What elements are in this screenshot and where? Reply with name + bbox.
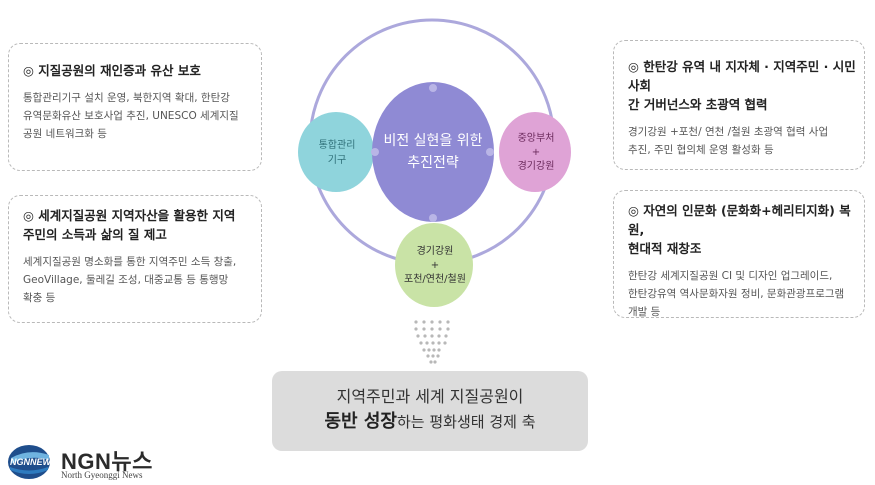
strategy-box-heritage-title: ◎ 지질공원의 재인증과 유산 보호 [23,63,201,78]
body-line: 공원 네트워크화 등 [23,128,107,140]
strategy-box-income-body: 세계지질공원 명소화를 통한 지역주민 소득 창출, GeoVillage, 둘… [23,253,251,307]
left-circle [298,112,374,192]
ngn-emblem-icon: NGNNEWS [8,445,57,479]
strategy-box-culture-title: ◎ 자연의 인문화 (문화화+헤리티지화) 복원, 현대적 재창조 [628,201,856,258]
ngn-news-logo: NGNNEWS NGN뉴스 North Gyeonggi News [5,441,205,483]
result-line2-rest: 하는 평화생태 경제 축 [397,413,536,431]
body-line: 확충 등 [23,292,56,304]
body-line: 한탄강유역 역사문화자원 정비, 문화관광프로그램 [628,288,845,300]
title-line: ◎ 자연의 인문화 (문화화+헤리티지화) 복원, [628,203,851,237]
strategy-box-governance-body: 경기강원 +포천/ 연천 /철원 초광역 협력 사업 추진, 주민 협의체 운영… [628,123,856,159]
right-circle-label: 중앙부처 + 경기강원 [500,115,572,191]
title-line: ◎ 세계지질공원 지역자산을 활용한 지역 [23,208,236,223]
dotted-arrow [414,320,450,364]
body-line: GeoVillage, 둘레길 조성, 대중교통 등 통행망 [23,274,229,286]
logo-main-text: NGN뉴스 [61,449,153,474]
title-line: 주민의 소득과 삶의 질 제고 [23,227,167,242]
left-circle-label: 통합관리 기구 [300,115,374,191]
left-label-line: 기구 [327,155,347,166]
bottom-circle [395,223,473,307]
emblem-text: NGNNEWS [10,457,57,467]
right-label-line: + [531,147,541,158]
center-circle-label: 비전 실현을 위한 추진전략 [372,82,494,222]
result-line2: 동반 성장하는 평화생태 경제 축 [272,409,588,435]
ring-dot-right [486,148,494,156]
right-label-line: 경기강원 [517,161,555,172]
left-label-line: 통합관리 [318,140,356,151]
body-line: 통합관리기구 설치 운영, 북한지역 확대, 한탄강 [23,92,230,104]
result-emphasis: 동반 성장 [324,411,397,432]
bottom-label-line: 경기강원 [416,246,454,257]
ring-dot-top [429,84,437,92]
bottom-label-line: 포천/연천/철원 [404,274,466,285]
ring-dot-bottom [429,214,437,222]
body-line: 유역문화유산 보호사업 추진, UNESCO 세계지질 [23,110,239,122]
center-label-line: 추진전략 [407,155,459,171]
logo-sub-text: North Gyeonggi News [61,470,143,480]
strategy-box-heritage: ◎ 지질공원의 재인증과 유산 보호 통합관리기구 설치 운영, 북한지역 확대… [8,43,262,171]
strategy-box-culture-body: 한탄강 세계지질공원 CI 및 디자인 업그레이드, 한탄강유역 역사문화자원 … [628,267,856,321]
bottom-label-line: + [430,260,440,271]
strategy-box-culture: ◎ 자연의 인문화 (문화화+헤리티지화) 복원, 현대적 재창조 한탄강 세계… [613,190,865,318]
center-circle [372,82,494,222]
strategy-box-heritage-body: 통합관리기구 설치 운영, 북한지역 확대, 한탄강 유역문화유산 보호사업 추… [23,89,251,143]
result-box: 지역주민과 세계 지질공원이 동반 성장하는 평화생태 경제 축 [272,371,588,451]
result-line1: 지역주민과 세계 지질공원이 [336,387,524,406]
ring-dot-left [371,148,379,156]
center-label-line: 비전 실현을 위한 [383,133,483,149]
strategy-box-governance-title: ◎ 한탄강 유역 내 지자체 · 지역주민 · 시민사회 간 거버넌스와 초광역… [628,57,856,114]
bottom-circle-label: 경기강원 + 포천/연천/철원 [398,226,472,306]
title-line: 간 거버넌스와 초광역 협력 [628,97,768,112]
right-circle [499,112,571,192]
strategy-box-income: ◎ 세계지질공원 지역자산을 활용한 지역 주민의 소득과 삶의 질 제고 세계… [8,195,262,323]
body-line: 경기강원 +포천/ 연천 /철원 초광역 협력 사업 [628,126,829,138]
body-line: 추진, 주민 협의체 운영 활성화 등 [628,144,774,156]
body-line: 한탄강 세계지질공원 CI 및 디자인 업그레이드, [628,270,833,282]
strategy-box-governance: ◎ 한탄강 유역 내 지자체 · 지역주민 · 시민사회 간 거버넌스와 초광역… [613,40,865,170]
title-line: ◎ 한탄강 유역 내 지자체 · 지역주민 · 시민사회 [628,59,856,93]
strategy-box-income-title: ◎ 세계지질공원 지역자산을 활용한 지역 주민의 소득과 삶의 질 제고 [23,206,251,244]
body-line: 세계지질공원 명소화를 통한 지역주민 소득 창출, [23,256,237,268]
title-line: 현대적 재창조 [628,241,702,256]
right-label-line: 중앙부처 [517,133,555,144]
body-line: 개발 등 [628,306,661,318]
